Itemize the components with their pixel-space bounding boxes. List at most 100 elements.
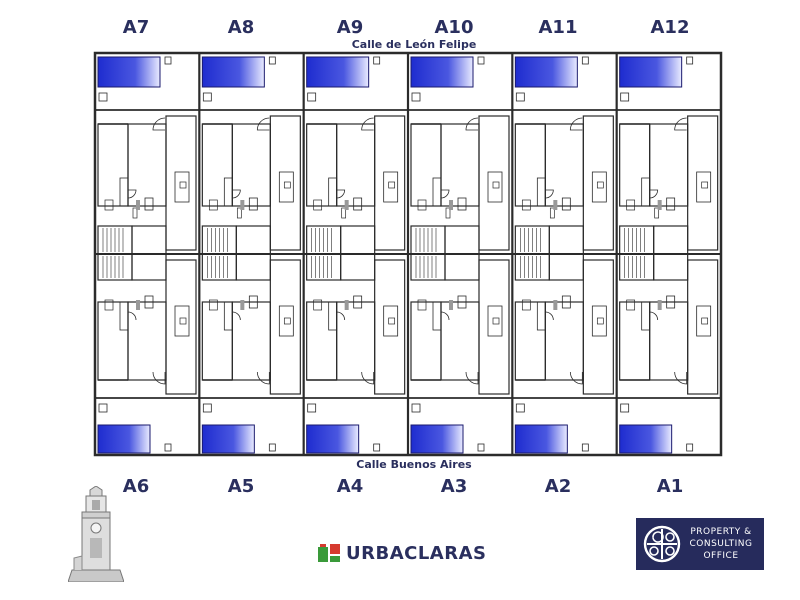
room-bedroom bbox=[201, 301, 233, 381]
door-swing bbox=[545, 189, 554, 199]
furniture bbox=[457, 295, 467, 309]
garden-planter bbox=[620, 92, 630, 102]
room-living bbox=[231, 301, 271, 381]
room-kitchen bbox=[478, 259, 510, 395]
column-fill bbox=[657, 300, 662, 310]
hall bbox=[444, 225, 480, 255]
door-swing bbox=[231, 311, 241, 321]
plan-units bbox=[95, 53, 721, 455]
garden-bench bbox=[164, 56, 172, 65]
hall bbox=[235, 225, 271, 255]
door-swing bbox=[674, 371, 688, 385]
pool-bottom bbox=[201, 424, 255, 454]
furniture bbox=[666, 295, 676, 309]
unit-label-a8: A8 bbox=[227, 17, 255, 38]
room-kitchen bbox=[269, 259, 301, 395]
door-swing bbox=[336, 189, 346, 199]
unit-label-a1: A1 bbox=[656, 476, 684, 497]
garden-planter bbox=[307, 403, 317, 413]
street-label-bottom: Calle Buenos Aires bbox=[356, 458, 472, 471]
door-swing bbox=[152, 117, 166, 131]
pco-line-1: PROPERTY & bbox=[690, 527, 752, 537]
church-tower-illustration bbox=[68, 486, 124, 582]
toilet bbox=[179, 181, 187, 189]
door-swing bbox=[569, 371, 583, 385]
bathroom-fixture bbox=[432, 177, 442, 207]
hall bbox=[131, 225, 167, 255]
garden-planter bbox=[98, 403, 108, 413]
room-bedroom bbox=[97, 123, 129, 207]
furniture bbox=[561, 295, 571, 309]
hall bbox=[340, 225, 376, 255]
bathroom-fixture bbox=[328, 301, 338, 331]
furniture bbox=[521, 199, 531, 211]
room-kitchen bbox=[582, 115, 614, 251]
furniture bbox=[208, 299, 218, 311]
unit-label-a11: A11 bbox=[538, 17, 578, 38]
toilet bbox=[388, 181, 396, 189]
pool-top bbox=[619, 56, 683, 88]
pool-bottom bbox=[619, 424, 673, 454]
room-bedroom bbox=[410, 301, 442, 381]
garden-planter bbox=[202, 92, 212, 102]
bathroom-fixture bbox=[119, 177, 129, 207]
hall bbox=[548, 225, 584, 255]
door-swing bbox=[256, 371, 270, 385]
door-swing bbox=[569, 117, 583, 131]
hall bbox=[131, 253, 167, 281]
hall bbox=[548, 253, 584, 281]
column-fill bbox=[553, 300, 558, 310]
urbaclaras-logo-text: URBACLARAS bbox=[346, 542, 487, 564]
pool-bottom bbox=[306, 424, 360, 454]
furniture bbox=[626, 199, 636, 211]
furniture bbox=[666, 197, 676, 211]
bathroom bbox=[174, 305, 190, 337]
room-bedroom bbox=[619, 123, 651, 207]
hall bbox=[340, 253, 376, 281]
garden-planter bbox=[411, 92, 421, 102]
garden-planter bbox=[98, 92, 108, 102]
toilet bbox=[701, 317, 709, 325]
bathroom bbox=[383, 171, 399, 203]
room-living bbox=[440, 301, 480, 381]
bathroom-fixture bbox=[432, 301, 442, 331]
room-kitchen bbox=[165, 259, 197, 395]
garden-bench bbox=[477, 443, 485, 452]
toilet bbox=[283, 181, 291, 189]
door-swing bbox=[361, 371, 375, 385]
door-swing bbox=[649, 189, 659, 199]
room-kitchen bbox=[687, 115, 719, 251]
room-bedroom bbox=[201, 123, 233, 207]
pool-top bbox=[97, 56, 161, 88]
bathroom bbox=[174, 171, 190, 203]
room-kitchen bbox=[165, 115, 197, 251]
furniture bbox=[144, 295, 154, 309]
column bbox=[445, 207, 451, 219]
door-swing bbox=[127, 311, 137, 321]
bathroom-fixture bbox=[536, 177, 546, 207]
unit-label-a10: A10 bbox=[434, 17, 474, 38]
pool-bottom bbox=[97, 424, 151, 454]
column-fill bbox=[344, 300, 349, 310]
room-living bbox=[440, 123, 480, 207]
garden-bench bbox=[373, 56, 381, 65]
bathroom bbox=[383, 305, 399, 337]
pool-top bbox=[201, 56, 265, 88]
door-swing bbox=[465, 371, 479, 385]
door-swing bbox=[232, 189, 241, 199]
hall bbox=[653, 225, 689, 255]
building-outline bbox=[93, 51, 723, 457]
pco-text: PROPERTY & CONSULTING OFFICE bbox=[682, 526, 760, 562]
toilet bbox=[179, 317, 187, 325]
hall bbox=[235, 253, 271, 281]
furniture bbox=[626, 299, 636, 311]
pco-seal-icon bbox=[643, 525, 681, 563]
room-kitchen bbox=[582, 259, 614, 395]
room-living bbox=[127, 301, 167, 381]
unit-label-a12: A12 bbox=[650, 17, 690, 38]
urbaclaras-logo: URBACLARAS bbox=[318, 542, 487, 564]
furniture bbox=[417, 299, 427, 311]
unit-label-a6: A6 bbox=[122, 476, 150, 497]
door-swing bbox=[256, 117, 270, 131]
furniture bbox=[313, 199, 323, 211]
